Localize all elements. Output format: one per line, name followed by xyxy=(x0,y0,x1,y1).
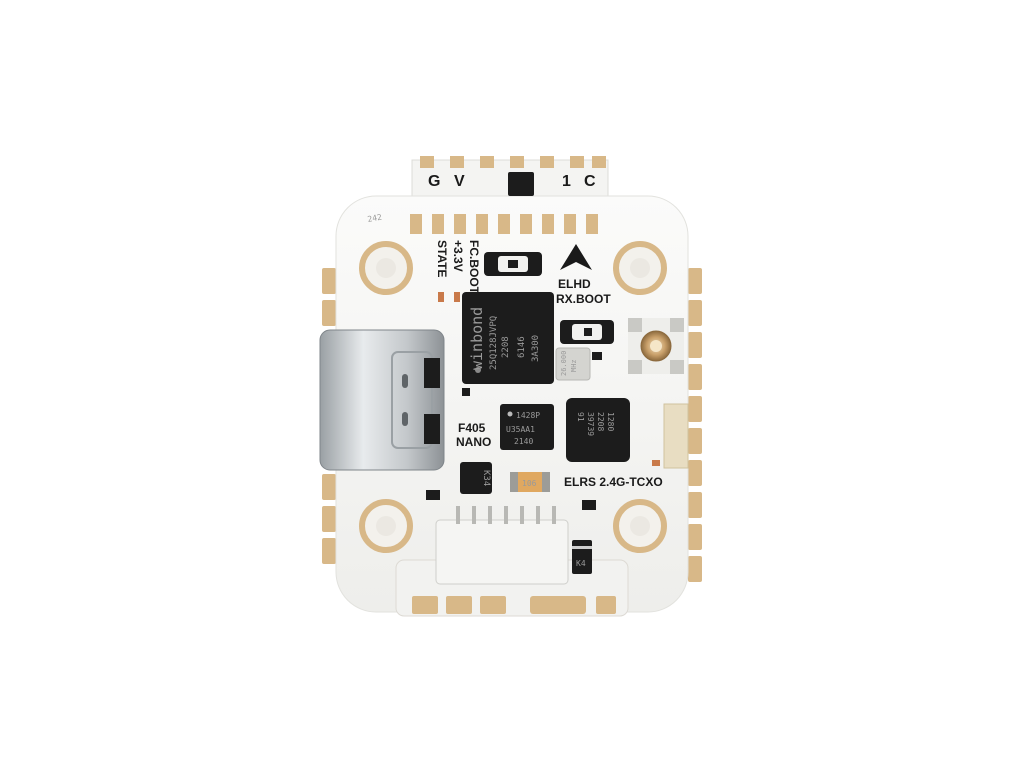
rf-line3: 39739 xyxy=(586,412,595,436)
smd-part xyxy=(462,388,470,396)
pad-label-1: 1 xyxy=(562,173,571,190)
smd-part xyxy=(426,490,440,500)
flash-brand: winbond xyxy=(468,307,486,370)
label-f405: F405 xyxy=(458,421,486,435)
k4-label: K4 xyxy=(576,559,586,568)
rf-line2: 2208 xyxy=(596,412,605,431)
flash-line3: 6146 xyxy=(517,336,527,358)
pad-label-v: V xyxy=(454,173,465,190)
k34-component: K34 xyxy=(460,462,492,494)
right-edge-pads xyxy=(688,268,702,582)
top-tab-transistor xyxy=(508,172,534,196)
state-led xyxy=(438,292,444,302)
bottom-pads xyxy=(412,596,616,614)
usb-c-port xyxy=(319,329,445,471)
rf-line1: 1280 xyxy=(606,412,615,431)
tantalum-capacitor: 106 xyxy=(510,472,550,492)
k4-diode: K4 xyxy=(572,540,592,574)
rf-chip: 1280 2208 39739 91 xyxy=(566,398,630,462)
label-elhd: ELHD xyxy=(558,277,591,291)
smd-part xyxy=(582,500,596,510)
crystal-line2: MHz xyxy=(570,359,578,372)
imu-line2: U35AA1 xyxy=(506,425,535,434)
imu-chip: 1428P U35AA1 2140 xyxy=(500,404,554,450)
pad-label-c: C xyxy=(584,173,596,190)
imu-line3: 2140 xyxy=(514,437,533,446)
label-fc-boot: FC.BOOT xyxy=(467,240,481,295)
power-led xyxy=(454,292,460,302)
imu-line1: 1428P xyxy=(516,411,540,420)
rx-led xyxy=(652,460,660,466)
pad-label-g: G xyxy=(428,173,440,190)
corner-marking: 242 xyxy=(367,213,383,224)
chip-antenna xyxy=(663,403,689,469)
crystal-oscillator: 26.000 MHz xyxy=(555,347,591,381)
mounting-holes xyxy=(359,241,667,553)
flash-line4: 3A300 xyxy=(531,335,541,362)
label-3v3: +3.3V xyxy=(451,240,465,272)
antenna-connector xyxy=(628,318,684,374)
orientation-arrow-icon xyxy=(560,244,592,270)
flash-chip: winbond 25Q128JVPQ 2208 6146 3A300 xyxy=(462,292,554,384)
flash-line1: 25Q128JVPQ xyxy=(489,316,499,370)
fc-boot-button xyxy=(484,252,542,276)
flash-line2: 2208 xyxy=(501,336,511,358)
upper-row-pads xyxy=(410,214,598,234)
jst-connector xyxy=(435,506,569,585)
smd-part xyxy=(592,352,602,360)
rx-boot-button xyxy=(560,320,614,344)
top-tab-pads xyxy=(420,156,606,168)
label-nano: NANO xyxy=(456,435,491,449)
left-edge-pads xyxy=(322,268,336,564)
k34-label: K34 xyxy=(481,470,491,486)
label-elrs: ELRS 2.4G-TCXO xyxy=(564,475,663,489)
cap-label: 106 xyxy=(522,479,537,488)
label-state: STATE xyxy=(435,240,449,278)
label-rx-boot: RX.BOOT xyxy=(556,292,611,306)
rf-line4: 91 xyxy=(576,412,585,422)
crystal-line1: 26.000 xyxy=(560,351,568,376)
